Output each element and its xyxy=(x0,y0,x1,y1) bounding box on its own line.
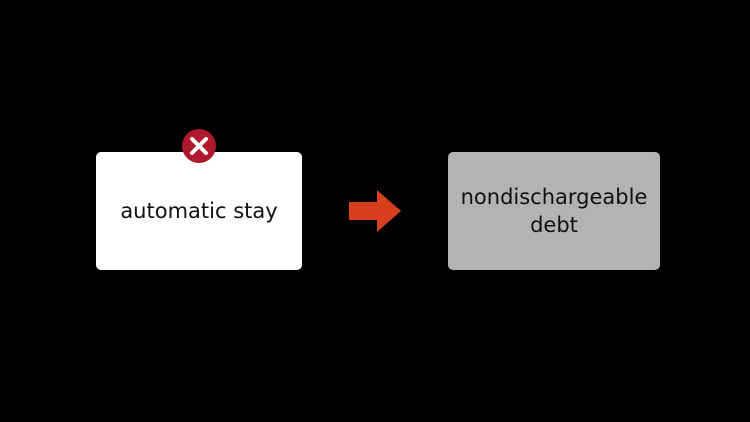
nondischargeable-debt-label: nondischargeable debt xyxy=(460,185,648,237)
x-circle-icon xyxy=(182,129,216,163)
automatic-stay-box: automatic stay xyxy=(96,152,302,270)
automatic-stay-label: automatic stay xyxy=(120,199,278,223)
nondischargeable-debt-box: nondischargeable debt xyxy=(448,152,660,270)
right-arrow-icon xyxy=(349,190,401,232)
